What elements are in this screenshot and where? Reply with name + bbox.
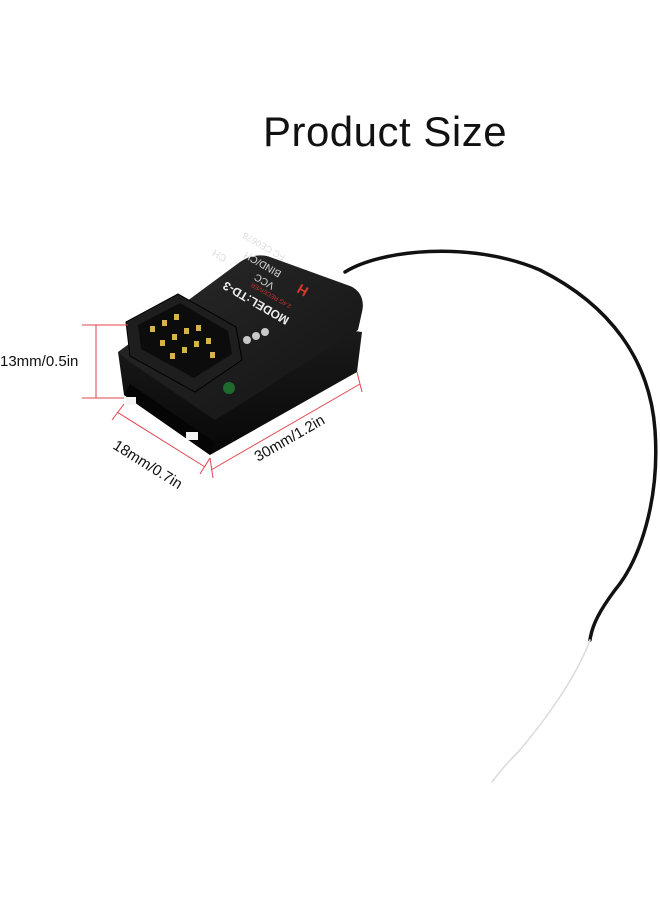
dimension-height	[82, 324, 128, 399]
status-led	[223, 382, 235, 394]
antenna-cable	[343, 249, 658, 783]
dimension-length	[209, 371, 363, 479]
device-port-label: CH	[211, 247, 229, 264]
mount-slot-right	[186, 432, 198, 440]
indicator-circles	[243, 328, 269, 344]
pin-header	[125, 293, 243, 393]
page-title: Product Size	[262, 108, 508, 155]
dimension-depth-label: 18mm/0.7in	[110, 437, 185, 493]
receiver-device: MODEL:TD-3 BIND/CH VCC CH 2.4G RECEIVER …	[118, 230, 363, 455]
mount-slot-left	[126, 397, 136, 405]
dimension-depth	[111, 403, 211, 475]
dimension-height-label: 13mm/0.5in	[0, 353, 78, 370]
